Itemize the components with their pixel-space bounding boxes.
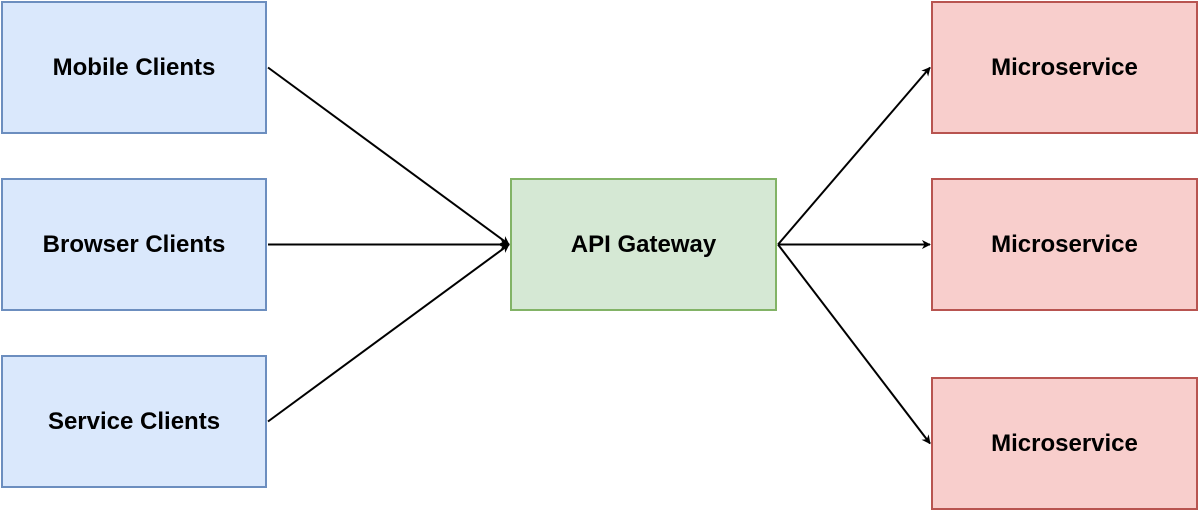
browser-clients-node: Browser Clients (1, 178, 267, 311)
microservice-node-2: Microservice (931, 178, 1198, 311)
arrow-api-gateway-to-microservice-1 (777, 66, 931, 246)
arrow-mobile-clients-to-api-gateway (267, 66, 510, 246)
edge-group (267, 66, 931, 445)
service-clients-label: Service Clients (47, 407, 221, 435)
microservice-node-1: Microservice (931, 1, 1198, 134)
microservice-label-2: Microservice (991, 230, 1138, 258)
api-gateway-node: API Gateway (510, 178, 777, 311)
browser-clients-label: Browser Clients (42, 230, 226, 258)
microservice-label-3: Microservice (991, 429, 1138, 457)
mobile-clients-label: Mobile Clients (52, 53, 216, 81)
microservice-node-3: Microservice (931, 377, 1198, 510)
service-clients-node: Service Clients (1, 355, 267, 488)
mobile-clients-node: Mobile Clients (1, 1, 267, 134)
arrow-service-clients-to-api-gateway (267, 243, 510, 423)
microservice-label-1: Microservice (991, 53, 1138, 81)
api-gateway-label: API Gateway (570, 230, 717, 258)
arrow-api-gateway-to-microservice-3 (777, 243, 931, 445)
